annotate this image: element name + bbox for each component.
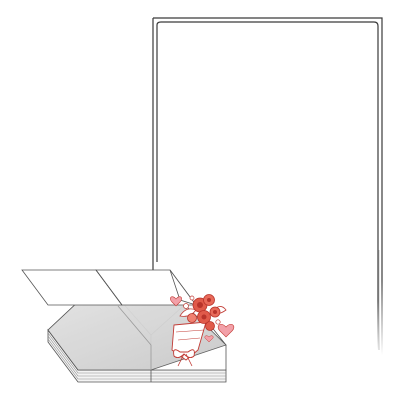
heart-icon [170, 296, 235, 343]
stack-sheet-lines [47, 332, 226, 380]
flower-bouquet-icon [171, 294, 227, 367]
label-sheet-icon [152, 17, 383, 355]
